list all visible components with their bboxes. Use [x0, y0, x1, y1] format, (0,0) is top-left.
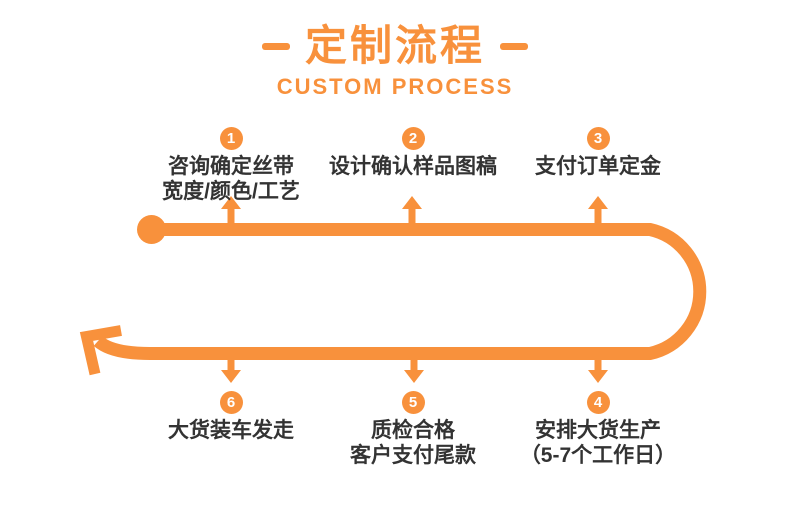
step-label-line: 宽度/颜色/工艺	[162, 180, 300, 203]
circle-dot-icon	[137, 215, 166, 244]
title-dash-left-icon	[261, 42, 290, 50]
arrow-up-icon	[588, 196, 608, 224]
step-2: 2 设计确认样品图稿	[293, 127, 533, 179]
step-label-line: 客户支付尾款	[350, 444, 476, 467]
step-number-badge: 5	[401, 391, 425, 414]
step-6: 6 大货装车发走	[111, 391, 351, 443]
step-label-line: 设计确认样品图稿	[329, 155, 497, 178]
page-title: 定制流程	[304, 22, 485, 69]
step-number-badge: 1	[219, 127, 243, 150]
step-number-badge: 4	[586, 391, 610, 414]
step-label-line: 质检合格	[371, 419, 455, 442]
step-4: 4 安排大货生产 （5-7个工作日）	[478, 391, 718, 468]
arrow-up-left-icon	[79, 325, 122, 376]
step-number-badge: 3	[586, 127, 610, 150]
step-label-line: 支付订单定金	[535, 155, 661, 178]
header: 定制流程	[0, 23, 790, 69]
title-dash-right-icon	[500, 42, 528, 50]
arrow-down-icon	[588, 358, 608, 383]
step-label-line: 大货装车发走	[168, 419, 294, 442]
step-3: 3 支付订单定金	[478, 127, 718, 179]
arrow-down-icon	[221, 358, 241, 383]
arrow-down-icon	[404, 358, 424, 383]
flow-line	[93, 223, 707, 360]
step-number-badge: 2	[401, 127, 425, 150]
page-subtitle: CUSTOM PROCESS	[276, 74, 514, 99]
arrow-up-icon	[402, 196, 422, 224]
step-number-badge: 6	[219, 391, 243, 414]
step-1: 1 咨询确定丝带 宽度/颜色/工艺	[111, 127, 351, 204]
step-label-line: 咨询确定丝带	[168, 155, 294, 178]
step-label-line: 安排大货生产	[535, 419, 661, 442]
step-label-line: （5-7个工作日）	[519, 444, 677, 467]
step-5: 5 质检合格 客户支付尾款	[293, 391, 533, 468]
